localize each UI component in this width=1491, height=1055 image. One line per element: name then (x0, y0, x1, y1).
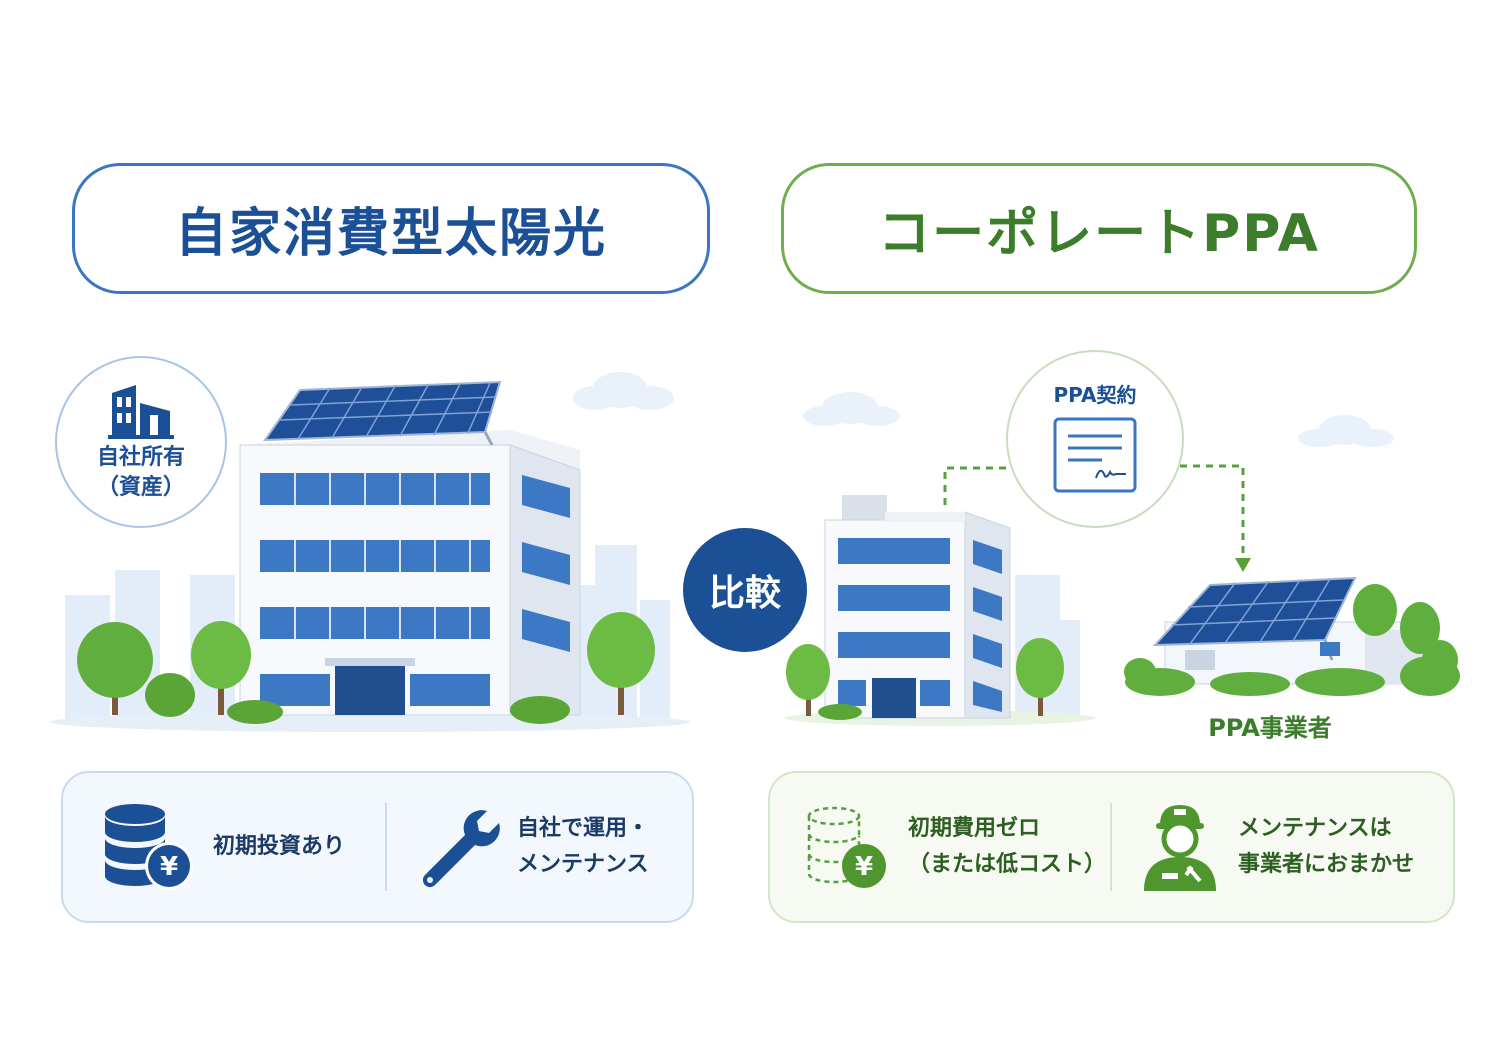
cloud-icon (1298, 415, 1394, 447)
self-consumption-building-scene (50, 372, 690, 732)
feature-label-line2: （または低コスト） (908, 852, 1107, 877)
cloud-icon (803, 392, 900, 426)
feature-label: 自社で運用・ メンテナンス (517, 811, 649, 883)
ppa-contract-label: PPA契約 (1053, 382, 1137, 407)
divider (1110, 803, 1112, 891)
feature-label-line1: 初期費用ゼロ (908, 816, 1041, 841)
feature-initial-investment: ¥ 初期投資あり (63, 773, 385, 921)
feature-label: 初期投資あり (213, 829, 345, 865)
dashed-connector-right (1180, 464, 1245, 560)
feature-label-line1: 初期投資あり (213, 834, 346, 859)
coin-stack-yen-icon: ¥ (105, 804, 193, 890)
arrow-head-icon (1235, 558, 1251, 572)
feature-label: 初期費用ゼロ （または低コスト） (908, 811, 1106, 883)
ownership-label-line2: （資産） (96, 475, 185, 500)
svg-text:¥: ¥ (160, 852, 178, 882)
wrench-icon (422, 810, 500, 888)
feature-label-line1: メンテナンスは (1238, 816, 1392, 841)
feature-maintenance-outsourced: メンテナンスは 事業者におまかせ (1112, 773, 1452, 921)
feature-self-operation: 自社で運用・ メンテナンス (387, 773, 692, 921)
title-corporate-ppa: コーポレートPPA (781, 163, 1417, 294)
dashed-connector-left (943, 466, 1008, 505)
title-self-consumption: 自家消費型太陽光 (72, 163, 710, 294)
building-icon (108, 385, 174, 439)
feature-label: メンテナンスは 事業者におまかせ (1238, 811, 1414, 883)
maintenance-worker-icon (1144, 805, 1216, 891)
svg-text:¥: ¥ (855, 852, 873, 882)
office-building-large (239, 380, 581, 716)
ppa-contract-badge: PPA契約 (1006, 350, 1184, 528)
compare-label: 比較 (708, 573, 781, 614)
corporate-ppa-scene (785, 392, 1460, 726)
feature-label-line1: 自社で運用・ (517, 816, 650, 841)
ownership-badge: 自社所有 （資産） (55, 356, 227, 528)
divider (385, 803, 387, 891)
consumer-building (824, 495, 1011, 719)
feature-label-line2: メンテナンス (517, 852, 649, 877)
ownership-label-line1: 自社所有 (96, 445, 185, 470)
contract-document-icon (1053, 417, 1137, 492)
feature-label-line2: 事業者におまかせ (1238, 852, 1415, 877)
cloud-icon (573, 372, 674, 410)
solar-panel-roof (263, 380, 502, 446)
self-consumption-features: ¥ 初期投資あり 自社で運用・ メンテナンス (61, 771, 694, 923)
trees (77, 612, 655, 724)
ppa-provider-label: PPA事業者 (1208, 714, 1332, 742)
ownership-label: 自社所有 （資産） (97, 443, 185, 503)
feature-zero-initial-cost: ¥ 初期費用ゼロ （または低コスト） (770, 773, 1110, 921)
corporate-ppa-features: ¥ 初期費用ゼロ （または低コスト） メンテナンスは 事業者におまかせ (768, 771, 1455, 923)
coin-stack-yen-dashed-icon: ¥ (807, 806, 886, 888)
compare-badge: 比較 (683, 528, 807, 652)
ppa-provider-solar-facility (1124, 576, 1460, 696)
